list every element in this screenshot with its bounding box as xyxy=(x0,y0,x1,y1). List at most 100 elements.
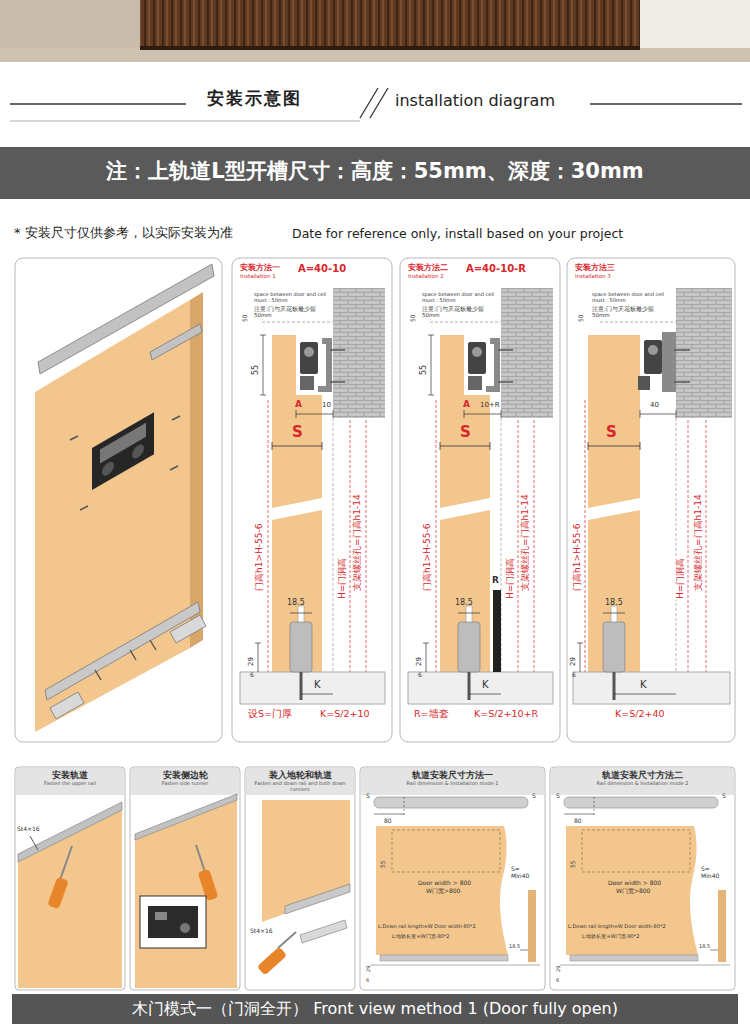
dimension-label: 50 xyxy=(578,314,585,322)
dimension-label: 29 xyxy=(556,966,562,972)
dimension-label: 注意:门与天花板最少留50mm xyxy=(254,306,316,319)
dimension-label: K=S/2+10+R xyxy=(474,709,538,720)
dimension-label: space between door and ceil must : 50mm xyxy=(254,292,326,304)
dimension-label: S xyxy=(292,424,303,441)
step-panel: 装入地轮和轨道Fasten and down rail and both dow… xyxy=(245,767,355,990)
node-text: Fasten and down rail and both down runne… xyxy=(245,781,355,793)
dimension-label: St4×16 xyxy=(250,928,273,935)
dimension-label: 支架螺丝孔=门高h1-14 xyxy=(520,493,530,592)
dimension-label: K xyxy=(314,679,321,691)
dimension-label: 18.5 xyxy=(605,598,623,607)
dimension-label: K xyxy=(482,679,489,691)
node-text: Installation 3 xyxy=(575,273,611,279)
node-text: 木门模式一（门洞全开） Front view method 1 (Door fu… xyxy=(12,1000,738,1018)
node-text: Installation 2 xyxy=(408,273,444,279)
node-text: A=40-10-R xyxy=(466,263,526,275)
dimension-label: H=门洞高 xyxy=(505,557,515,600)
dimension-label: A xyxy=(463,399,470,409)
dimension-label: S xyxy=(556,793,560,800)
dimension-label: 50 xyxy=(242,314,249,322)
node-text: Fasten the upper rail xyxy=(15,781,125,787)
dimension-label: 29 xyxy=(366,966,372,972)
node-text: 轨道安装尺寸方法一 xyxy=(360,770,545,780)
dimension-label: 门高h1>H-55-6 xyxy=(254,523,264,592)
dimension-label: 18.5 xyxy=(699,944,710,950)
dimension-label: 29 xyxy=(569,657,577,666)
dimension-label: K=S/2+10 xyxy=(320,709,370,720)
dimension-label: R xyxy=(492,575,499,585)
dimension-label: Door width > 800 xyxy=(418,880,471,887)
dimension-label: space between door and ceil must : 50mm xyxy=(592,292,664,304)
dimension-label: S xyxy=(366,793,370,800)
dimension-label: K xyxy=(640,679,647,691)
dimension-label: H=门洞高 xyxy=(337,557,347,600)
dimension-label: L:Down rail length=W Door width-80*2 xyxy=(378,924,506,930)
step-panel: 安装轨道Fasten the upper rail xyxy=(15,767,125,990)
dimension-label: 29 xyxy=(415,657,423,666)
dimension-label: St4×16 xyxy=(17,826,40,833)
method-panel: 安装方法三Installation 3 xyxy=(567,258,735,742)
dimension-label: 10+R xyxy=(480,401,500,409)
node-text: 安装轨道 xyxy=(15,770,125,780)
dimension-label: S xyxy=(722,793,726,800)
node-text: 安装方法二 xyxy=(408,263,448,272)
dimension-label: 注意:门与天花板最少留50mm xyxy=(422,306,484,319)
node-text: 安装方法一 xyxy=(240,263,280,272)
footer-band: 木门模式一（门洞全开） Front view method 1 (Door fu… xyxy=(12,994,738,1024)
dimension-label: 10 xyxy=(322,401,331,409)
dimension-label: S= Min40 xyxy=(701,866,723,880)
dimension-label: L:地轨长度=W门宽-80*2 xyxy=(582,934,639,940)
node-text: A=40-10 xyxy=(298,263,346,275)
node-text: 装入地轮和轨道 xyxy=(245,770,355,780)
dimension-label: 18.5 xyxy=(287,598,305,607)
dimension-label: 支架螺丝孔=门高h1-14 xyxy=(693,493,703,592)
dimension-label: 80 xyxy=(384,818,392,825)
step-panel: 安装侧边轮Fasten side runner xyxy=(130,767,240,990)
dimension-label: 29 xyxy=(247,657,255,666)
dimension-label: space between door and ceil must : 50mm xyxy=(422,292,494,304)
dimension-label: 6 xyxy=(366,978,369,984)
node-text: 安装方法三 xyxy=(575,263,615,272)
dimension-label: 18.5 xyxy=(509,944,520,950)
dimension-label: L:Down rail length=W Door width-80*2 xyxy=(568,924,696,930)
dimension-label: 6 xyxy=(556,978,559,984)
dimension-label: 6 xyxy=(250,672,254,679)
dimension-label: W门宽>800 xyxy=(616,888,650,895)
note-band: 注：上轨道L型开槽尺寸：高度：55mm、深度：30mm xyxy=(0,147,750,199)
dimension-label: Door width > 800 xyxy=(608,880,661,887)
dimension-label: 注意:门与天花板最少留50mm xyxy=(592,306,654,319)
dimension-label: 18.5 xyxy=(455,598,473,607)
method-panel: 安装方法一Installation 1 A=40-10 xyxy=(232,258,392,742)
dimension-label: 6 xyxy=(572,672,576,679)
dimension-label: 55 xyxy=(570,860,577,868)
dimension-label: S xyxy=(606,424,617,441)
dimension-label: * 安装尺寸仅供参考，以实际安装为准 xyxy=(14,226,233,241)
dimension-label: W门宽>800 xyxy=(426,888,460,895)
dimension-label: 40 xyxy=(650,401,659,409)
dimension-label: 门高h1>H-55-6 xyxy=(422,523,432,592)
dimension-label: 门高h1>H-55-6 xyxy=(572,523,582,592)
method-panel: 安装方法二Installation 2 A=40-10-R xyxy=(400,258,560,742)
dimension-label: S xyxy=(460,424,471,441)
node-text: Fasten side runner xyxy=(130,781,240,787)
dimension-label: 设S=门厚 xyxy=(248,709,292,720)
node-text: 注：上轨道L型开槽尺寸：高度：55mm、深度：30mm xyxy=(0,159,750,183)
dimension-label: 55 xyxy=(419,365,428,375)
diagram-title: 安装示意图 xyxy=(207,89,302,109)
dimension-label: 55 xyxy=(380,860,387,868)
node-text: Rail dimension & Installation mode 2 xyxy=(550,781,735,787)
dimension-label: S xyxy=(532,793,536,800)
dimension-label: 支架螺丝孔=门高h1-14 xyxy=(352,493,362,592)
dimension-label: H=门洞高 xyxy=(675,557,685,600)
dimension-label: L:地轨长度=W门宽-80*2 xyxy=(392,934,449,940)
dimension-label: 80 xyxy=(574,818,582,825)
node-text: Installation 1 xyxy=(240,273,276,279)
node-text: Rail dimension & Installation mode 1 xyxy=(360,781,545,787)
dimension-label: 50 xyxy=(410,314,417,322)
dimension-label: 6 xyxy=(418,672,422,679)
dimension-label: R=墙套 xyxy=(414,709,449,720)
node-text: 安装侧边轮 xyxy=(130,770,240,780)
dimension-label: installation diagram xyxy=(395,92,555,110)
node-text: 轨道安装尺寸方法二 xyxy=(550,770,735,780)
